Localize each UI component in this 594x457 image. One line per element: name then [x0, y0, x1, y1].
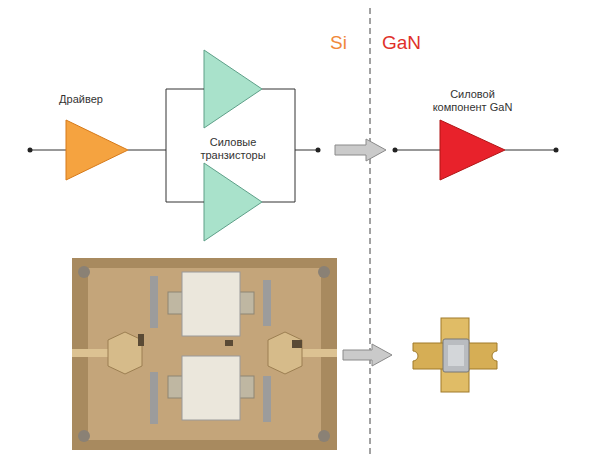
screw — [318, 266, 330, 278]
amplifier-triangle — [204, 50, 262, 128]
triangle-outline — [440, 120, 505, 180]
matching-pad — [108, 332, 142, 374]
power-transistor-pair: Силовые транзисторы — [204, 48, 262, 244]
block-arrow — [343, 344, 392, 366]
microstrip — [297, 349, 337, 357]
metal-strap — [263, 376, 271, 422]
node-label: Драйвер — [46, 93, 116, 106]
terminal-dot — [316, 148, 321, 153]
driver-amplifier: Драйвер — [66, 120, 128, 180]
terminal-dot — [28, 148, 33, 153]
amplifier-triangle — [66, 120, 128, 180]
input-wire — [28, 148, 67, 153]
smd-component — [225, 340, 233, 346]
node-label: Силовые транзисторы — [193, 136, 273, 162]
package-flange — [413, 343, 497, 369]
terminal-dot — [554, 148, 559, 153]
wire — [395, 150, 440, 151]
divider-line — [370, 8, 371, 457]
wire — [505, 150, 556, 151]
wire — [262, 89, 318, 202]
gan-power-component: Силовой компонент GaN — [440, 120, 505, 180]
block-arrow — [335, 139, 386, 161]
smd-component — [138, 334, 144, 346]
matching-pad — [268, 332, 302, 374]
pcb-photo — [72, 258, 337, 450]
section-label: Si — [330, 33, 347, 52]
package-lid — [443, 339, 469, 372]
triangle-outline — [66, 120, 128, 180]
screw — [318, 430, 330, 442]
screw — [78, 430, 90, 442]
transistor-package — [182, 356, 240, 420]
amplifier-triangle — [440, 120, 505, 180]
signal-wire — [128, 89, 204, 202]
wire — [30, 150, 66, 151]
pcb-board — [72, 258, 337, 450]
transistor-package — [182, 272, 240, 336]
amplifier-triangle — [204, 163, 262, 241]
gan-package-photo — [413, 318, 497, 392]
smd-component — [292, 340, 302, 348]
node-label: Силовой компонент GaN — [431, 88, 515, 114]
terminal-dot — [393, 148, 398, 153]
microstrip — [72, 349, 112, 357]
metal-strap — [263, 280, 271, 326]
pcb-area — [88, 268, 321, 440]
metal-strap — [150, 372, 158, 424]
package-lid-inner — [448, 345, 464, 366]
output-wire — [262, 89, 321, 202]
metal-strap — [150, 276, 158, 328]
section-label: GaN — [382, 33, 421, 52]
screw — [78, 266, 90, 278]
